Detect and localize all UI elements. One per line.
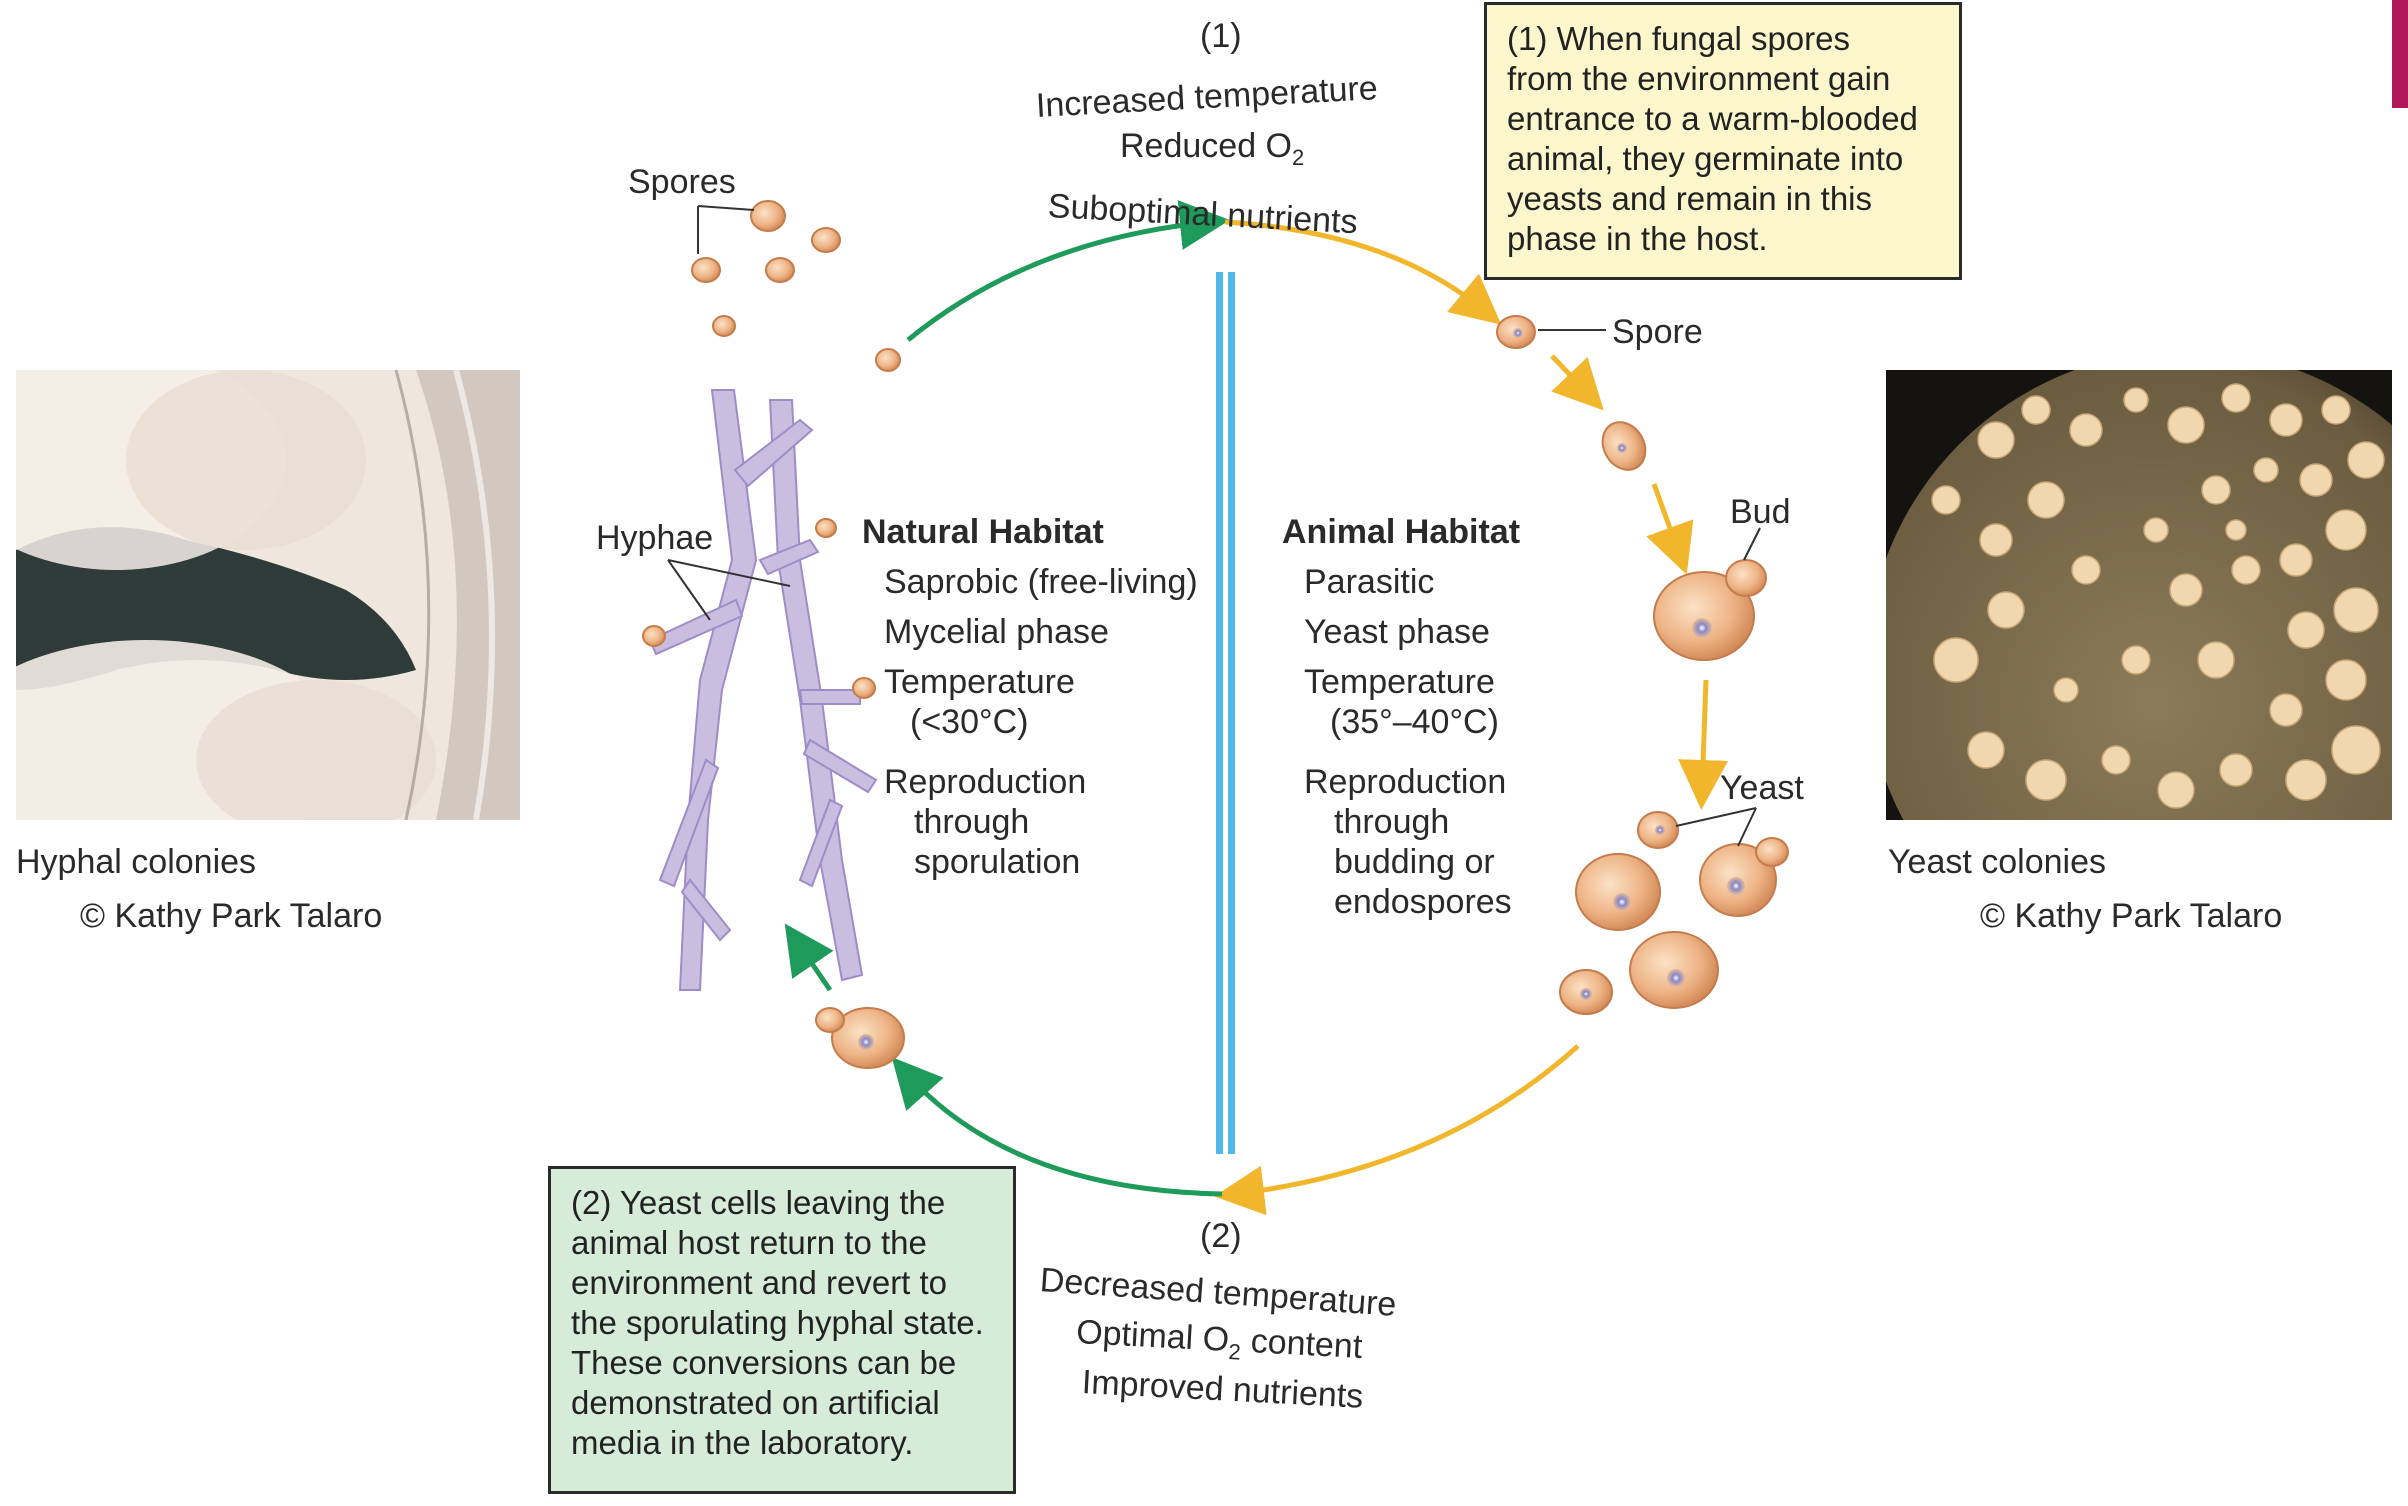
animal-item-temperature-range: (35°–40°C)	[1330, 703, 1499, 741]
label-spore: Spore	[1612, 313, 1703, 351]
hyphal-colonies-credit: © Kathy Park Talaro	[80, 897, 383, 935]
hyphae-leader	[667, 559, 791, 621]
arrow-top-yellow	[1224, 219, 1502, 325]
budding-cell	[1653, 527, 1767, 661]
note2-line: media in the laboratory.	[571, 1424, 914, 1461]
free-spores	[691, 200, 901, 372]
germinating-cell	[1601, 421, 1647, 471]
hyphae-spores	[642, 518, 876, 699]
label-hyphae: Hyphae	[596, 519, 714, 557]
animal-item-budding: budding or	[1334, 843, 1495, 881]
natural-item-reproduction: Reproduction	[884, 763, 1087, 801]
arrow-left-green	[784, 923, 834, 992]
natural-item-through: through	[914, 803, 1030, 841]
condition2-oxygen-subscript: 2	[1227, 1339, 1242, 1365]
reverting-cell	[815, 1007, 905, 1069]
spore-cell	[1496, 315, 1606, 349]
natural-item-sporulation: sporulation	[914, 843, 1081, 881]
animal-item-endospores: endospores	[1334, 883, 1512, 921]
animal-item-temperature: Temperature	[1304, 663, 1495, 701]
animal-item-reproduction: Reproduction	[1304, 763, 1507, 801]
note1-line: animal, they germinate into	[1507, 140, 1904, 177]
note1-line: from the environment gain	[1507, 60, 1891, 97]
note-spores-to-yeast: (1) When fungal spores from the environm…	[1484, 2, 1962, 280]
condition1-oxygen-subscript: 2	[1292, 145, 1305, 170]
note2-line: demonstrated on artificial	[571, 1384, 940, 1421]
arrow-right-2	[1646, 483, 1694, 575]
animal-item-yeast-phase: Yeast phase	[1304, 613, 1490, 651]
arrow-right-3	[1678, 679, 1729, 810]
condition1-oxygen-text: Reduced O	[1120, 127, 1292, 165]
natural-habitat-title: Natural Habitat	[862, 513, 1104, 551]
condition1-number: (1)	[1200, 17, 1242, 55]
yeast-cells	[1559, 807, 1789, 1015]
label-bud: Bud	[1730, 493, 1791, 531]
animal-item-parasitic: Parasitic	[1304, 563, 1435, 601]
note2-line: the sporulating hyphal state.	[571, 1304, 984, 1341]
condition2-oxygen-text: Optimal O	[1075, 1313, 1231, 1359]
natural-item-temperature-range: (<30°C)	[910, 703, 1029, 741]
note1-line: phase in the host.	[1507, 220, 1768, 257]
label-yeast: Yeast	[1720, 769, 1804, 807]
condition1-line-oxygen: Reduced O2	[1120, 126, 1304, 178]
natural-item-temperature: Temperature	[884, 663, 1075, 701]
habitat-divider	[1216, 272, 1235, 1154]
note-yeast-to-hyphae: (2) Yeast cells leaving the animal host …	[548, 1166, 1016, 1494]
hyphae-filaments	[648, 389, 878, 991]
note2-line: (2) Yeast cells leaving the	[571, 1184, 946, 1221]
label-spores: Spores	[628, 163, 736, 201]
animal-habitat-title: Animal Habitat	[1282, 513, 1521, 551]
hyphal-colonies-photo	[16, 370, 520, 820]
note1-line: (1) When fungal spores	[1507, 20, 1851, 57]
yeast-colonies-caption: Yeast colonies	[1888, 843, 2107, 881]
natural-item-saprobic: Saprobic (free-living)	[884, 563, 1198, 601]
note2-line: These conversions can be	[571, 1344, 957, 1381]
natural-item-mycelial: Mycelial phase	[884, 613, 1109, 651]
yeast-colonies-photo	[1886, 370, 2392, 820]
note2-line: animal host return to the	[571, 1224, 927, 1261]
condition2-content-text: content	[1249, 1322, 1364, 1366]
note1-line: entrance to a warm-blooded	[1507, 100, 1918, 137]
arrow-bottom-green	[891, 1057, 1223, 1197]
spores-leader	[697, 205, 755, 254]
condition2-number: (2)	[1200, 1217, 1242, 1255]
note1-line: yeasts and remain in this	[1507, 180, 1873, 217]
animal-item-through: through	[1334, 803, 1450, 841]
arrow-right-1	[1550, 354, 1604, 411]
arrow-bottom-yellow	[1214, 1044, 1580, 1216]
accent-bar	[2392, 0, 2408, 108]
yeast-colonies-credit: © Kathy Park Talaro	[1980, 897, 2283, 935]
arrow-top-green	[906, 200, 1230, 342]
note2-line: environment and revert to	[571, 1264, 948, 1301]
hyphal-colonies-caption: Hyphal colonies	[16, 843, 257, 881]
